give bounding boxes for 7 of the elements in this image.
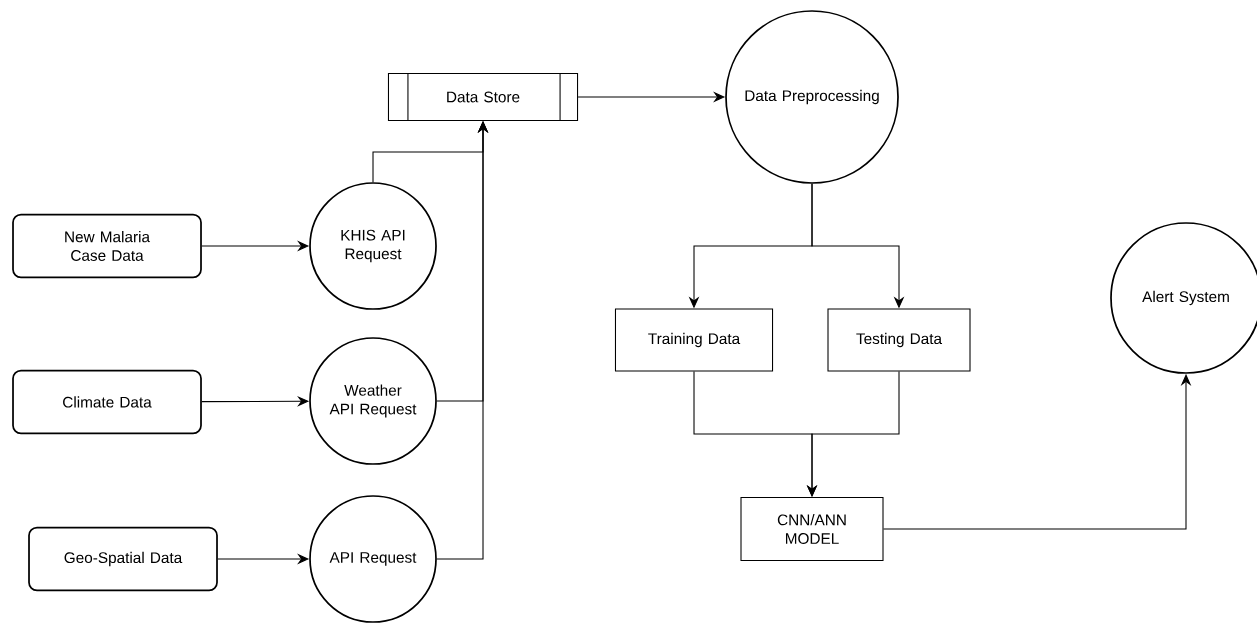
source-box: Geo-Spatial Data: [28, 526, 218, 592]
data-store-box: Data Store: [387, 72, 579, 122]
model-box: CNN/ANN MODEL: [740, 497, 884, 561]
source-box: New Malaria Case Data: [12, 213, 202, 279]
data-box: Testing Data: [827, 308, 971, 372]
source-box: Climate Data: [12, 369, 202, 435]
data-box: Training Data: [614, 308, 774, 372]
